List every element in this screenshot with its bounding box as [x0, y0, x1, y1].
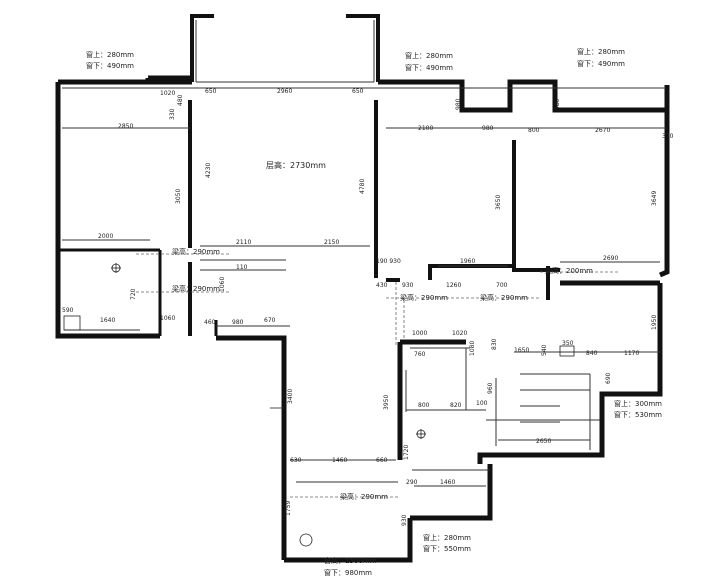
dimension-label: 4780	[359, 178, 366, 194]
dimension-label: 480	[177, 94, 184, 106]
dimension-label: 2670	[595, 127, 611, 134]
dimension-label: 590	[62, 307, 74, 314]
dimension-label: 1960	[460, 258, 476, 265]
dimension-label: 100	[476, 400, 488, 407]
dimension-label: 650	[205, 88, 217, 95]
beam-height-label: 梁高：290mm	[400, 294, 448, 302]
dimension-label: 720	[130, 288, 137, 300]
ceiling-height-label: 层高：2730mm	[266, 161, 326, 170]
outer-walls	[55, 14, 670, 563]
dimension-label: 1170	[624, 350, 640, 357]
dimension-label: 1080	[469, 340, 476, 356]
fixtures	[63, 263, 575, 547]
window-note-top: 窗上：280mm	[423, 534, 471, 542]
dimension-label: 4230	[205, 162, 212, 178]
dimension-label: 980	[455, 98, 462, 110]
dimension-label: 670	[264, 317, 276, 324]
dimension-label: 650	[352, 88, 364, 95]
dimension-label: 980	[554, 98, 561, 110]
dimension-label: 700	[496, 282, 508, 289]
dashed-beams	[136, 253, 620, 498]
dimension-label: 930	[401, 514, 408, 526]
thin-lines	[62, 20, 666, 487]
dimension-label: 1650	[514, 347, 530, 354]
window-note-top: 窗上：280mm	[577, 48, 625, 56]
dimension-label: 2690	[603, 255, 619, 262]
beam-height-label: 梁高：200mm	[545, 267, 593, 275]
window-note-top: 窗上：280mm	[86, 51, 134, 59]
dimension-label: 2960	[277, 88, 293, 95]
dimension-label: 2100	[418, 125, 434, 132]
dimension-label: 1060	[219, 276, 226, 292]
window-note-bottom: 窗下：530mm	[614, 411, 662, 419]
dimension-label: 660	[376, 457, 388, 464]
beam-height-label: 梁高：290mm	[172, 285, 220, 293]
dimension-label: 110	[236, 264, 248, 271]
dimension-label: 840	[586, 350, 598, 357]
dimension-label: 1460	[332, 457, 348, 464]
beam-height-label: 梁高：290mm	[172, 248, 220, 256]
dimension-label: 1950	[651, 314, 658, 330]
beam-height-label: 梁高：290mm	[340, 493, 388, 501]
dimension-label: 630	[290, 457, 302, 464]
window-note-bottom: 窗下：490mm	[405, 64, 453, 72]
dimension-label: 1020	[452, 330, 468, 337]
dimension-label: 540	[541, 344, 548, 356]
dimension-label: 2650	[536, 438, 552, 445]
dimension-label: 2850	[118, 123, 134, 130]
dimension-label: 1720	[403, 444, 410, 460]
window-note-bottom: 窗下：550mm	[423, 545, 471, 553]
window-note-top: 窗上：300mm	[614, 400, 662, 408]
dimension-label: 3649	[651, 190, 658, 206]
dimension-label: 820	[450, 402, 462, 409]
dimension-label: 3400	[287, 388, 294, 404]
window-note-bottom: 窗下：980mm	[324, 569, 372, 577]
dimension-label: 3950	[383, 394, 390, 410]
window-note-bottom: 窗下：490mm	[86, 62, 134, 70]
window-height-note: 窗高：1500mm	[324, 557, 377, 565]
dimension-label: 1060	[160, 315, 176, 322]
dimension-label: 330	[169, 108, 176, 120]
dimension-label: 1759	[285, 500, 292, 516]
dimension-label: 1260	[446, 282, 462, 289]
window-note-top: 窗上：280mm	[405, 52, 453, 60]
dimension-label: 460	[204, 319, 216, 326]
dimension-label: 2150	[324, 239, 340, 246]
dimension-label: 1460	[440, 479, 456, 486]
dimension-label: 3050	[175, 188, 182, 204]
window-note-bottom: 窗下：490mm	[577, 60, 625, 68]
dimension-label: 430	[376, 282, 388, 289]
dimension-label: 2110	[236, 239, 252, 246]
dimension-label: 800	[528, 127, 540, 134]
dimension-label: 1640	[100, 317, 116, 324]
dimension-label: 760	[414, 351, 426, 358]
dimension-label: 960	[487, 382, 494, 394]
dimension-label: 690	[605, 372, 612, 384]
dimension-label: 1020	[160, 90, 176, 97]
beam-height-label: 梁高：290mm	[480, 294, 528, 302]
dimension-label: 2000	[98, 233, 114, 240]
dimension-label: 290	[406, 479, 418, 486]
dimension-label: 190 930	[376, 258, 401, 265]
dimension-label: 830	[491, 338, 498, 350]
dimension-label: 3650	[495, 194, 502, 210]
dimension-label: 980	[482, 125, 494, 132]
dimension-label: 800	[418, 402, 430, 409]
dimension-label: 350	[562, 340, 574, 347]
dimension-label: 1000	[412, 330, 428, 337]
dimension-label: 980	[232, 319, 244, 326]
dimension-label: 370	[662, 133, 674, 140]
dimension-label: 930	[402, 282, 414, 289]
